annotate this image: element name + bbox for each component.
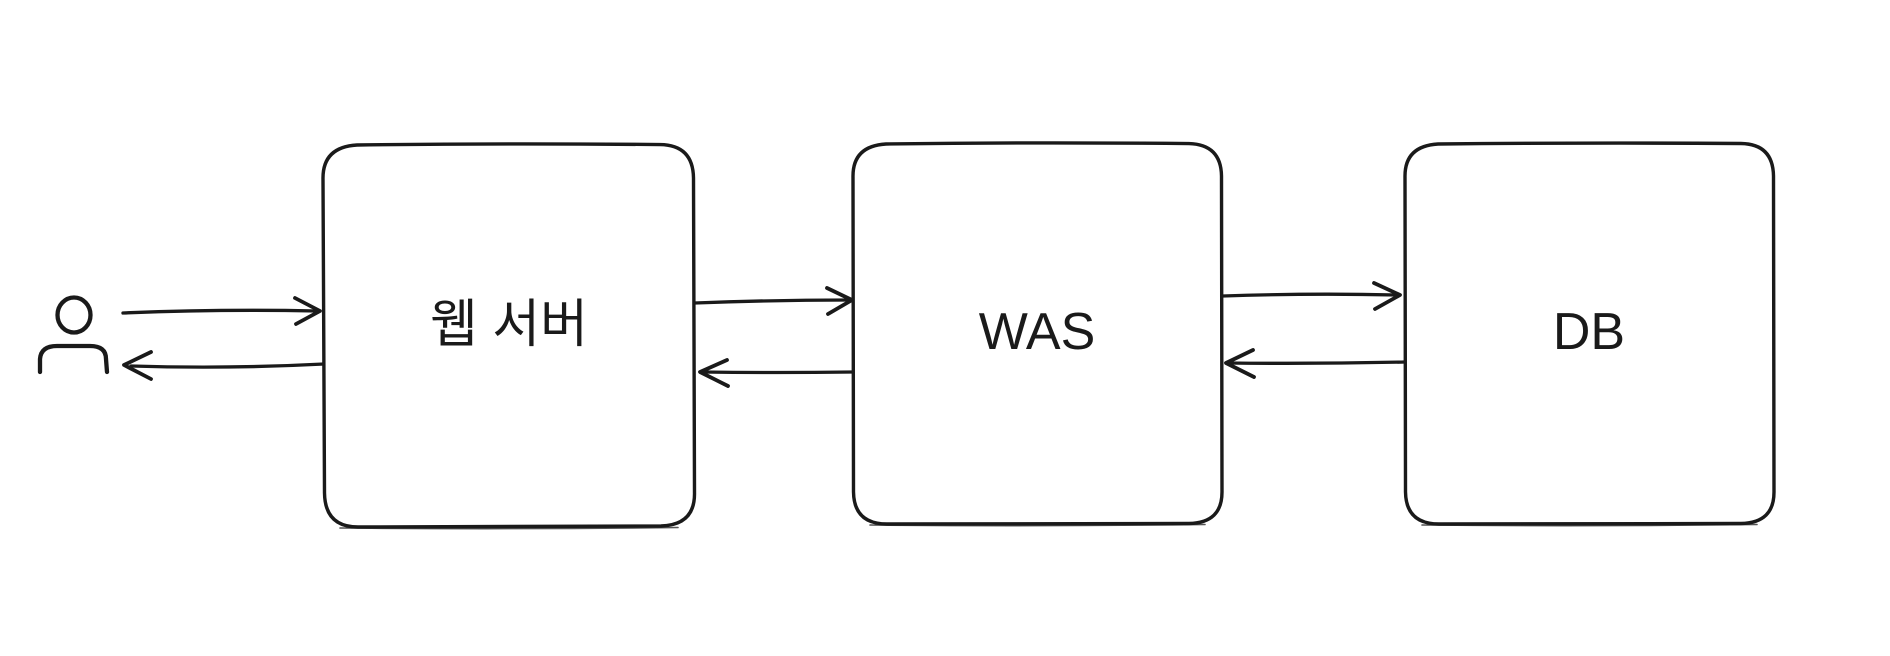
arrow-was-to-db [1221,281,1402,311]
node-db: DB [1403,141,1776,527]
node-was: WAS [851,141,1224,527]
node-db-label: DB [1553,303,1625,361]
person-head [55,295,93,335]
arrow-user-to-web-server [121,296,322,326]
person-shoulders [37,343,110,375]
arrow-was-to-web-server [698,358,855,388]
arrow-web-server-to-was [693,286,854,316]
person-icon [37,295,110,375]
arrow-web-server-to-user [122,350,326,381]
node-was-label: WAS [979,303,1096,361]
node-web-server-label: 웹 서버 [430,296,588,354]
node-web-server: 웹 서버 [321,142,697,530]
arrow-db-to-was [1224,348,1407,379]
